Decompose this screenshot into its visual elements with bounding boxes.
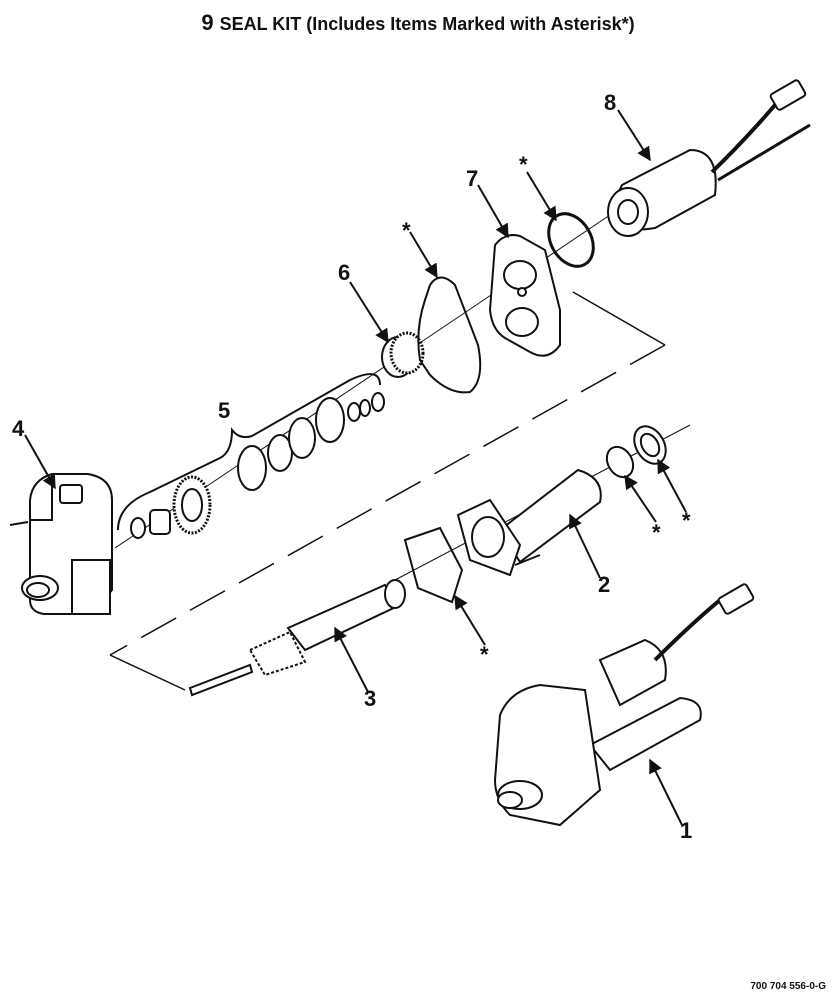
gear-cover-part [488,234,561,357]
motor-shaft [617,199,639,225]
outer-tube-bore [471,516,505,558]
outer-tube-pin [514,554,541,566]
washer-small-a [130,517,146,539]
actuator-motor [598,638,667,707]
asterisk-flange-gasket: * [480,642,489,667]
outer-tube-body [498,468,602,564]
actuator-tube [588,696,702,772]
callout-1: 1 [680,818,692,843]
callout-2: 2 [598,572,610,597]
motor-o-ring [547,212,595,268]
lead-screw-tube [286,583,402,652]
lead-screw-thread [248,630,307,677]
asterisk-o-ring: * [519,152,528,177]
gear-housing-slot [59,484,83,504]
leader-8 [617,109,651,162]
spacer-disk-a [267,434,293,472]
gear-cover-upper-bore [503,260,537,290]
gear-plate [237,445,267,491]
leader-4 [24,434,56,490]
leader-flange-gasket [454,594,486,646]
gear-housing-lower-block [71,559,111,615]
lead-screw-end [384,579,406,609]
retaining-ring-b [359,399,371,417]
spacer-disk-b [288,417,316,459]
callout-7: 7 [466,166,478,191]
motor-through-bolt [717,123,811,182]
actuator-wire-lead [653,598,722,662]
drawing-number: 700 704 556-0-G [750,981,826,992]
assembled-actuator [493,583,755,827]
gear-housing-part [9,473,113,615]
pinion-gear [149,509,171,535]
gear-housing-screw [9,521,29,526]
retaining-ring-a [347,402,361,422]
rod-wiper-ring [605,445,635,479]
motor-part [607,79,811,237]
motor-connector [769,79,807,111]
asterisk-gasket: * [402,218,411,243]
frame-center-line [109,344,666,656]
retaining-ring-c [371,392,385,412]
rod-seals [605,425,667,479]
lead-screw-rod [188,663,254,697]
gear-housing-edge [30,474,53,521]
actuator-connector [717,583,755,615]
actuator-shaft [497,791,523,809]
rod-seal-bore [639,432,661,458]
leader-rod-seal [657,458,687,513]
gear-cover-gasket [417,276,482,394]
leader-rod-wiper [624,474,657,523]
spacer-disk-c [315,397,345,443]
leader-2 [569,513,601,579]
gear-train-bracket [117,373,381,531]
lead-screw-part [188,579,406,697]
seal-kit-title-text: SEAL KIT (Includes Items Marked with Ast… [219,14,635,34]
motor-wire-lead [710,103,777,174]
gear-cover-lower-bore [505,307,539,337]
asterisk-rod-seal: * [682,508,691,533]
callout-3: 3 [364,686,376,711]
leader-gasket [409,231,438,279]
frame-bottom-edge [109,654,186,691]
tube-flange-gasket [403,526,464,604]
leader-7 [477,184,509,239]
output-gear-part [381,331,425,378]
gear-train-group [117,373,385,539]
leader-o-ring [526,171,557,222]
outer-tube-part [456,468,602,577]
frame-top-edge [572,291,666,346]
output-gear-teeth [389,331,425,375]
gear-cover-shaft [517,287,527,297]
leader-1 [649,758,683,826]
callout-5: 5 [218,398,230,423]
leader-3 [334,626,369,693]
leader-6 [349,281,389,344]
large-spur-gear-hub [181,488,203,522]
callout-8: 8 [604,90,616,115]
callout-6: 6 [338,260,350,285]
asterisk-rod-wiper: * [652,520,661,545]
leader-arrows [24,109,687,826]
assembly-frame [109,291,666,691]
callout-4: 4 [12,416,25,441]
gear-housing-shaft [26,582,50,598]
seal-kit-item-number: 9 [201,10,214,35]
